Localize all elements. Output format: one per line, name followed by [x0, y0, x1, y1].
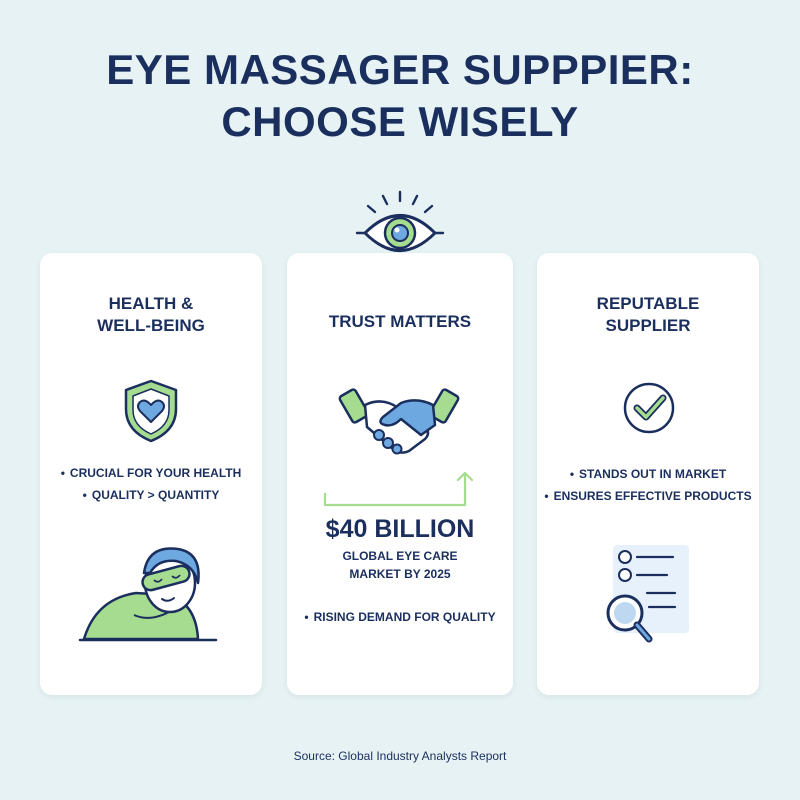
growth-arrow-icon [323, 471, 474, 507]
trust-card-title: TRUST MATTERS [328, 312, 472, 331]
bullet-item: ENSURES EFFECTIVE PRODUCTS [537, 485, 759, 507]
checklist-magnifier-icon [606, 545, 689, 643]
bullet-item: STANDS OUT IN MARKET [537, 463, 759, 485]
health-bullets: CRUCIAL FOR YOUR HEALTH QUALITY > QUANTI… [40, 462, 262, 506]
stat-label: GLOBAL EYE CARE MARKET BY 2025 [287, 547, 513, 583]
health-card: HEALTH & WELL-BEING CRUCIAL FOR YOUR HEA… [40, 253, 262, 695]
handshake-icon [338, 388, 460, 455]
bullet-item: RISING DEMAND FOR QUALITY [287, 606, 513, 628]
person-with-eye-mask-icon [78, 547, 218, 642]
stat-value: $40 BILLION [325, 515, 475, 543]
stat-label-line-2: MARKET BY 2025 [349, 567, 451, 581]
shield-heart-icon [124, 379, 178, 443]
supplier-title-line-1: REPUTABLE [596, 294, 700, 313]
supplier-bullets: STANDS OUT IN MARKET ENSURES EFFECTIVE P… [537, 463, 759, 507]
supplier-card: REPUTABLE SUPPLIER STANDS OUT IN MARKET … [537, 253, 759, 695]
title-line-2: CHOOSE WISELY [221, 98, 579, 145]
supplier-card-title: REPUTABLE SUPPLIER [537, 293, 759, 337]
health-card-title: HEALTH & WELL-BEING [40, 293, 262, 337]
trust-bullets: RISING DEMAND FOR QUALITY [287, 606, 513, 628]
trust-card: TRUST MATTERS $40 BILLION GLOBAL EYE CAR… [287, 253, 513, 695]
bullet-item: QUALITY > QUANTITY [40, 484, 262, 506]
bullet-item: CRUCIAL FOR YOUR HEALTH [40, 462, 262, 484]
title-line-1: EYE MASSAGER SUPPPIER: [106, 46, 694, 93]
checkmark-circle-icon [623, 382, 675, 434]
supplier-title-line-2: SUPPLIER [605, 316, 691, 335]
health-title-line-2: WELL-BEING [97, 316, 205, 335]
page-title: EYE MASSAGER SUPPPIER: CHOOSE WISELY [0, 44, 800, 148]
health-title-line-1: HEALTH & [108, 294, 194, 313]
source-note: Source: Global Industry Analysts Report [293, 749, 507, 763]
stat-label-line-1: GLOBAL EYE CARE [342, 549, 458, 563]
